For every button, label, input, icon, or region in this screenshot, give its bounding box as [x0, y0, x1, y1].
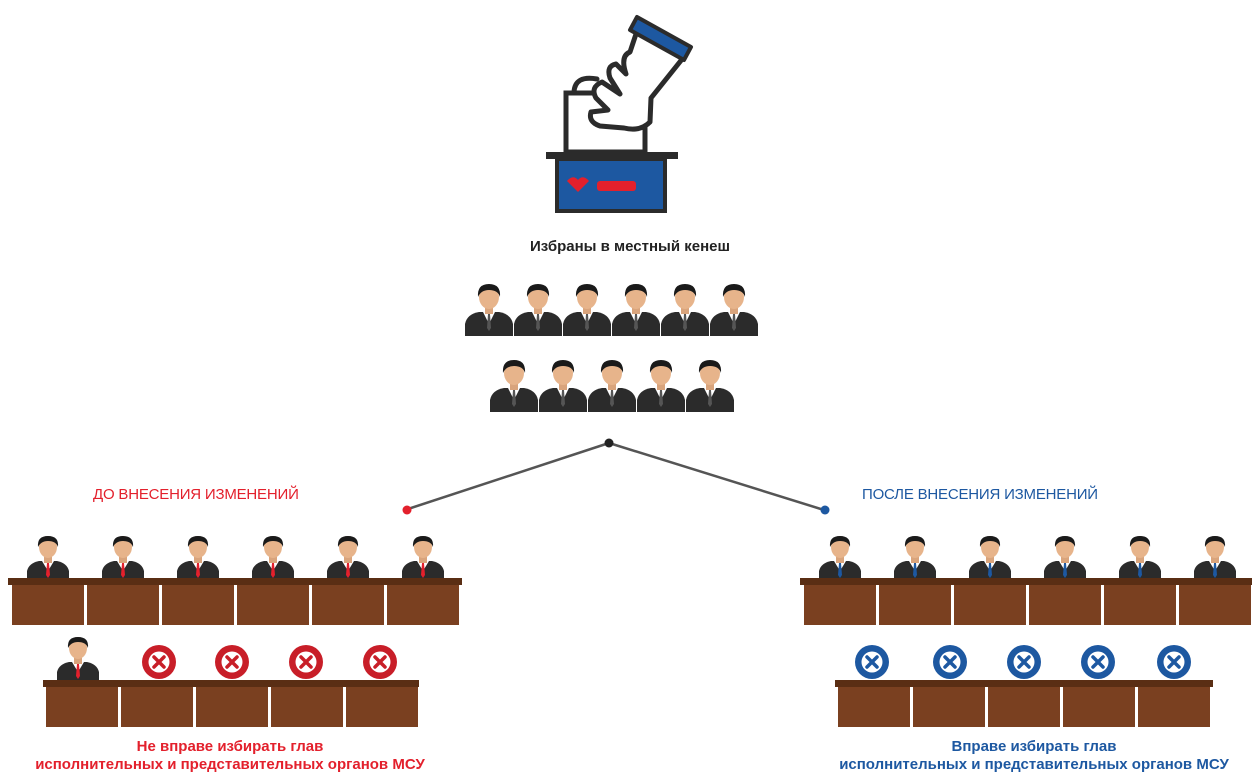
branch-connector [402, 438, 830, 515]
elected-people-row-1 [465, 284, 758, 336]
after-heading: ПОСЛЕ ВНЕСЕНИЯ ИЗМЕНЕНИЙ [862, 486, 1098, 503]
before-council-row-2 [43, 637, 419, 727]
before-heading: ДО ВНЕСЕНИЯ ИЗМЕНЕНИЙ [93, 486, 299, 503]
before-caption-line-2: исполнительных и представительных органо… [35, 756, 425, 773]
hand-icon [571, 15, 693, 132]
ballot-box-icon [546, 15, 693, 213]
after-caption-line-2: исполнительных и представительных органо… [839, 756, 1229, 773]
after-caption-line-1: Вправе избирать глав [951, 738, 1117, 755]
after-council-row-1 [800, 536, 1252, 625]
before-council-row-1 [8, 536, 462, 625]
before-caption: Не вправе избирать глав исполнительных и… [10, 738, 450, 774]
after-council-row-2 [835, 643, 1213, 727]
elected-people-row-2 [490, 360, 734, 412]
elected-title: Избраны в местный кенеш [529, 238, 730, 255]
before-caption-line-1: Не вправе избирать глав [136, 738, 324, 755]
after-caption: Вправе избирать глав исполнительных и пр… [814, 738, 1254, 774]
